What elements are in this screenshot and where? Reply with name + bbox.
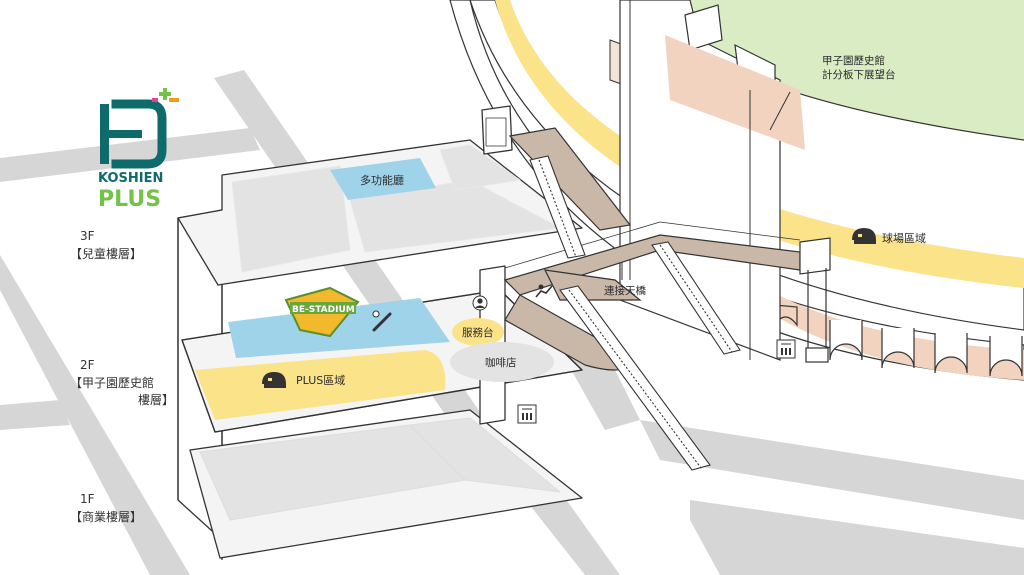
floor-1f-name: 【商業樓層】 [70,509,142,524]
multi-hall-zone [330,158,436,200]
floor-3f-name: 【兒童樓層】 [70,246,142,261]
be-stadium-badge: BE-STADIUM [284,286,360,338]
history-museum-label-1: 甲子園歷史館 [822,54,885,67]
escalator-icon [535,284,553,298]
elevator-icon [776,339,796,359]
history-museum-label-2: 計分板下展望台 [822,68,896,81]
plus-zone [195,350,446,420]
logo-text-plus: PLUS [98,187,161,212]
building [177,105,583,560]
multi-hall-label: 多功能廳 [360,173,404,187]
floor-2f-code: 2F [80,358,95,372]
service-desk-label: 服務台 [462,326,494,339]
skybridge-label: 連接天橋 [604,284,646,297]
stadium-zone-label: 球場區域 [882,231,926,245]
logo-text-koshien: KOSHIEN [98,171,163,186]
helmet-icon [262,372,286,388]
cafe-label: 咖啡店 [485,356,517,369]
plus-zone-label: PLUS區域 [296,374,345,387]
be-stadium-zone [228,298,450,358]
elevator-icon [517,404,537,424]
svg-text:PLUS: PLUS [98,187,161,212]
koshien-plus-logo: KOSHIEN PLUS [98,88,179,212]
floor-1f-code: 1F [80,492,95,506]
helmet-icon [852,228,876,244]
cafe-zone [450,342,554,382]
floor-2f-name-1: 【甲子園歷史館 [70,375,154,390]
baseball-bat-icon [372,310,392,332]
floor-labels: 3F 【兒童樓層】 2F 【甲子園歷史館 樓層】 1F 【商業樓層】 [70,229,174,524]
logo-mark [100,88,179,169]
stadium-elevator [799,237,831,363]
service-desk-zone [452,318,504,346]
floor-3f-code: 3F [80,229,95,243]
svg-text:BE-STADIUM: BE-STADIUM [292,305,355,315]
service-person-icon [472,295,488,311]
floor-2f-name-2: 樓層】 [138,392,174,407]
escalators [529,155,741,471]
